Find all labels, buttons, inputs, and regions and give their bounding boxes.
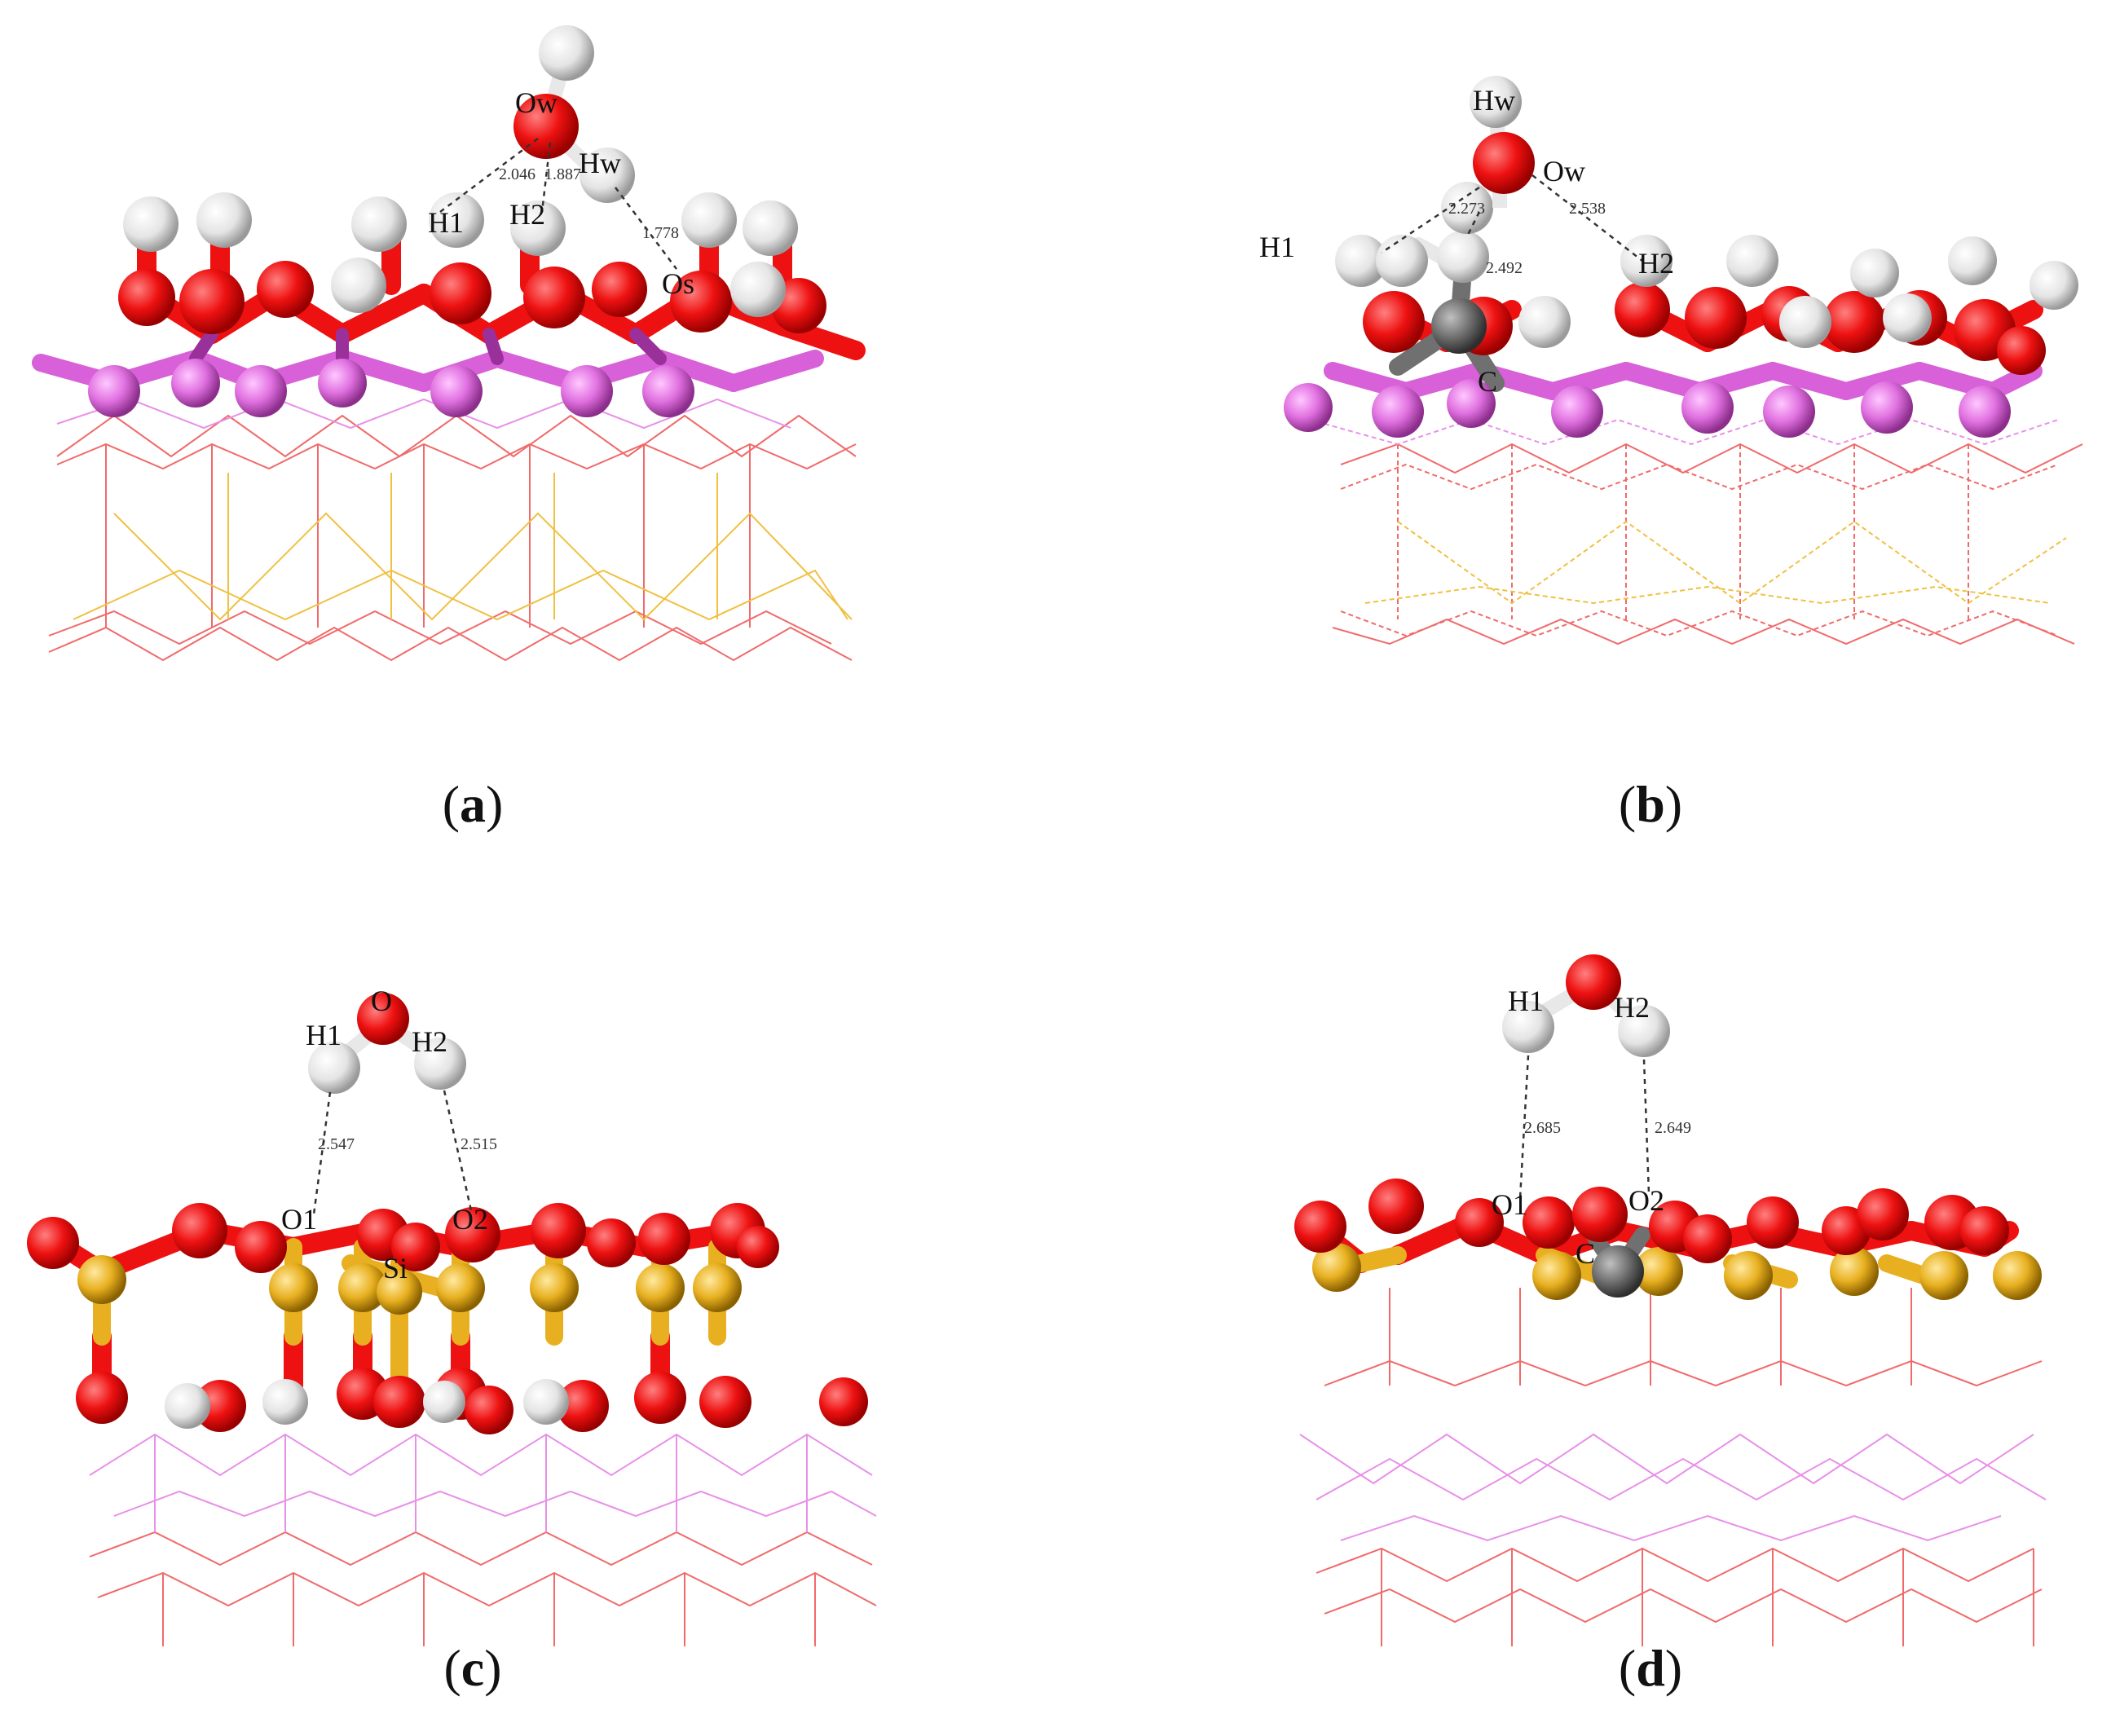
label-h1: H1 <box>428 206 464 239</box>
silicon-atoms <box>1312 1243 2042 1300</box>
distance-ow-h1: 2.046 <box>499 165 535 183</box>
label-h2: H2 <box>1614 991 1650 1024</box>
atom-labels: O H1 H2 O1 O2 Si <box>281 985 488 1284</box>
distance-1: 2.273 <box>1448 200 1485 218</box>
label-c: C <box>1576 1237 1595 1270</box>
label-h1: H1 <box>1259 231 1295 263</box>
carbon-atom <box>1431 298 1487 354</box>
hydrogen-bonds <box>1381 174 1643 262</box>
aluminum-atoms <box>88 359 694 417</box>
water-molecule <box>1502 954 1670 1057</box>
distance-h1-o1: 2.685 <box>1524 1119 1561 1137</box>
distance-h1-o1: 2.547 <box>318 1135 355 1153</box>
distance-labels: 2.273 2.492 2.538 <box>1448 200 1606 277</box>
caption-d: (d) <box>1618 1639 1683 1697</box>
label-hw: Hw <box>579 147 621 179</box>
label-o: O <box>371 985 392 1017</box>
oxygen-atoms <box>1294 1179 2009 1263</box>
label-hw: Hw <box>1473 84 1515 117</box>
lattice-wireframe <box>1299 1288 2047 1646</box>
carbon-atom <box>1592 1245 1644 1298</box>
panel-b: Hw Ow H1 H2 C 2.273 2.492 2.538 <box>1056 0 2111 864</box>
panel-a: Ow Hw H1 H2 Os 2.046 1.887 1.778 <box>0 0 1056 864</box>
hydrogen-atoms <box>123 192 798 317</box>
lattice-wireframe <box>89 1433 877 1646</box>
caption-b: (b) <box>1618 775 1683 833</box>
label-h1: H1 <box>1508 985 1544 1017</box>
water-molecule <box>1470 76 1535 208</box>
panel-b-structure: Hw Ow H1 H2 C 2.273 2.492 2.538 <box>1259 76 2083 645</box>
label-h2: H2 <box>1638 247 1674 280</box>
caption-a: (a) <box>442 775 504 833</box>
label-h1: H1 <box>306 1019 342 1051</box>
label-o1: O1 <box>281 1203 317 1236</box>
atom-labels: H1 H2 O1 O2 C <box>1492 985 1664 1270</box>
panel-d-structure: H1 H2 O1 O2 C 2.685 2.649 <box>1294 954 2047 1646</box>
water-molecule <box>308 993 466 1094</box>
water-molecule <box>513 25 635 203</box>
distance-labels: 2.547 2.515 <box>318 1135 497 1153</box>
label-os: Os <box>662 267 694 300</box>
distance-labels: 2.046 1.887 1.778 <box>499 165 679 242</box>
panel-c-structure: O H1 H2 O1 O2 Si 2.547 2.515 <box>27 985 877 1646</box>
distance-ow-h2: 1.887 <box>544 165 581 183</box>
caption-c: (c) <box>443 1639 502 1697</box>
aluminum-atoms <box>1284 379 2011 438</box>
lattice-wireframe <box>1324 418 2083 645</box>
silicon-atoms <box>77 1255 742 1315</box>
distance-h2-o2: 2.515 <box>461 1135 497 1153</box>
label-o2: O2 <box>452 1203 488 1236</box>
distance-h2-o2: 2.649 <box>1655 1119 1691 1137</box>
label-o1: O1 <box>1492 1188 1527 1221</box>
lattice-wireframe <box>48 398 857 662</box>
distance-2: 2.492 <box>1486 259 1523 277</box>
atom-labels: Hw Ow H1 H2 C <box>1259 84 1674 398</box>
hydrogen-bonds <box>1518 1055 1650 1199</box>
hydrogen-bonds <box>312 1090 473 1215</box>
label-o2: O2 <box>1628 1184 1664 1217</box>
distance-3: 2.538 <box>1569 200 1606 218</box>
label-si: Si <box>383 1252 408 1284</box>
hydrogen-atoms <box>1335 182 2078 348</box>
label-c: C <box>1478 365 1497 398</box>
distance-labels: 2.685 2.649 <box>1524 1119 1691 1137</box>
panel-a-structure: Ow Hw H1 H2 Os 2.046 1.887 1.778 <box>32 25 866 662</box>
panel-d: H1 H2 O1 O2 C 2.685 2.649 <box>1056 864 2111 1732</box>
distance-hw-os: 1.778 <box>642 224 679 242</box>
label-h2: H2 <box>509 198 545 231</box>
atom-labels: Ow Hw H1 H2 Os <box>428 86 694 300</box>
label-ow: Ow <box>515 86 557 119</box>
panel-c: O H1 H2 O1 O2 Si 2.547 2.515 <box>0 864 1056 1732</box>
hydrogen-bonds <box>439 138 677 270</box>
oxygen-atoms <box>27 1203 868 1434</box>
hydrogen-atoms <box>165 1379 569 1429</box>
label-ow: Ow <box>1543 155 1585 187</box>
label-h2: H2 <box>412 1025 447 1058</box>
